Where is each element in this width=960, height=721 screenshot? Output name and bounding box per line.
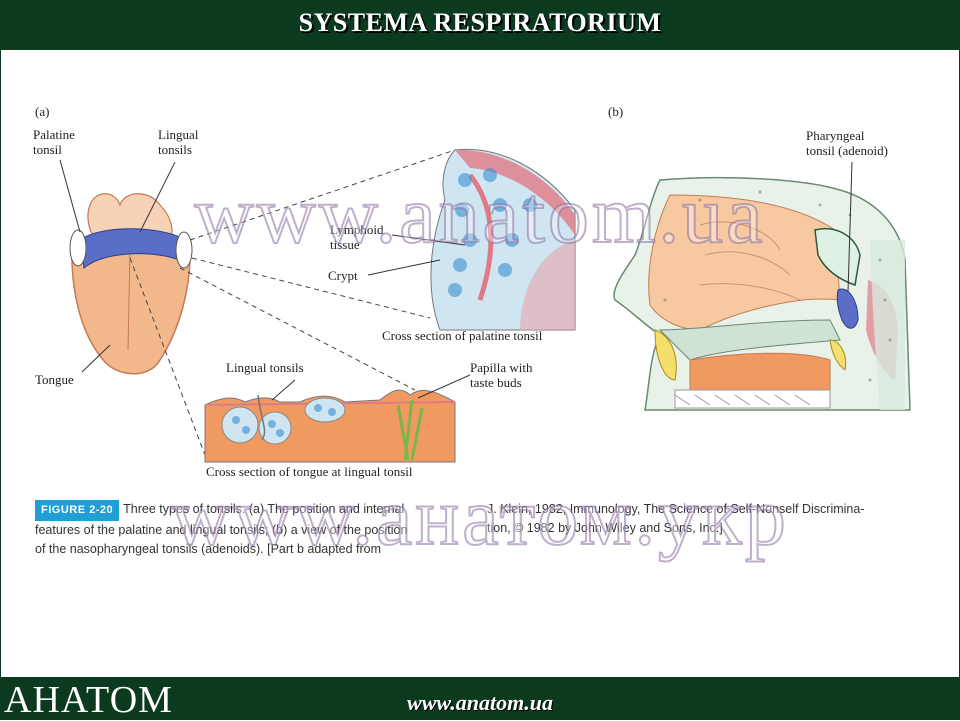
- caption-left-text-1: Three types of tonsils. (a) The position…: [123, 502, 405, 516]
- caption-right-text-2: tion, © 1982 by John Wiley and Sons, Inc…: [487, 521, 723, 535]
- label-papilla: Papilla with taste buds: [470, 360, 532, 390]
- label-lingual-line2: tonsils: [158, 142, 192, 157]
- slide-title: SYSTEMA RESPIRATORIUM: [298, 8, 662, 37]
- head-sagittal-section: [613, 161, 911, 411]
- caption-left-text-2: features of the palatine and lingual ton…: [35, 523, 408, 537]
- label-lymphoid-tissue: Lymphoid tissue: [330, 222, 383, 252]
- label-palatine-tonsil: Palatine tonsil: [33, 127, 75, 157]
- figure-caption-right: J. Klein, 1982, Immunology, The Science …: [487, 500, 917, 538]
- caption-right-text-1: J. Klein, 1982, Immunology, The Science …: [487, 502, 865, 516]
- label-pharyngeal-line1: Pharyngeal: [806, 128, 865, 143]
- label-papilla-line1: Papilla with: [470, 360, 533, 375]
- projection-lines: [129, 149, 456, 456]
- label-crypt: Crypt: [328, 268, 358, 283]
- label-lymphoid-line1: Lymphoid: [330, 222, 384, 237]
- label-lymphoid-line2: tissue: [330, 237, 360, 252]
- caption-left-text-3: of the nasopharyngeal tonsils (adenoids)…: [35, 542, 382, 556]
- header-bar: [0, 0, 960, 50]
- palatine-cross-section: [367, 148, 576, 331]
- panel-b-label: (b): [608, 104, 624, 119]
- website-link[interactable]: www.anatom.ua: [407, 690, 553, 715]
- label-tongue: Tongue: [35, 372, 74, 387]
- label-pharyngeal-line2: tonsil (adenoid): [806, 143, 888, 158]
- label-lingual-tonsils-inset: Lingual tonsils: [226, 360, 304, 375]
- tongue-drawing: [59, 159, 193, 375]
- figure-tag: FIGURE 2-20: [35, 500, 120, 521]
- label-palatine-line2: tonsil: [33, 142, 62, 157]
- anatom-logo: АНАТОМ: [4, 679, 173, 721]
- label-lingual-line1: Lingual: [158, 127, 199, 142]
- panel-a-label: (a): [35, 104, 50, 119]
- label-papilla-line2: taste buds: [470, 375, 522, 390]
- label-cross-section-tongue: Cross section of tongue at lingual tonsi…: [206, 464, 413, 479]
- lingual-cross-section: [204, 374, 471, 463]
- label-cross-section-palatine: Cross section of palatine tonsil: [382, 328, 543, 343]
- label-lingual-tonsils: Lingual tonsils: [158, 127, 198, 157]
- label-pharyngeal-tonsil: Pharyngeal tonsil (adenoid): [806, 128, 888, 158]
- label-palatine-line1: Palatine: [33, 127, 75, 142]
- footer-bar: [0, 677, 960, 720]
